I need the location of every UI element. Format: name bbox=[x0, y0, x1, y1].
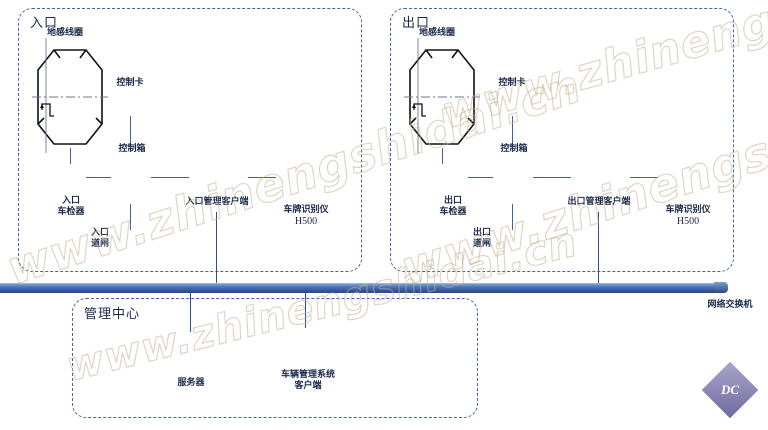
entrance-panel bbox=[18, 8, 362, 272]
exit-control-box-label: 控制箱 bbox=[500, 144, 528, 154]
management-center-panel-title: 管理中心 bbox=[84, 307, 141, 322]
exit-gate-label-line2: 道闸 bbox=[472, 239, 491, 249]
exit-loop-coil-label: 地感线圈 bbox=[418, 28, 455, 38]
entrance-control-box-icon bbox=[110, 156, 151, 204]
entrance-client-pc-icon bbox=[189, 158, 245, 194]
exit-barrier-gate-icon bbox=[502, 222, 560, 262]
entrance-vehicle-detector-icon bbox=[56, 163, 86, 193]
entrance-barrier-gate-icon bbox=[120, 222, 178, 262]
entrance-camera-label-line2: H500 bbox=[294, 216, 318, 227]
exit-detector-label-line1: 出口 bbox=[443, 196, 462, 206]
management-client-label-line2: 客户端 bbox=[294, 381, 322, 391]
entrance-client-to-camera-line bbox=[248, 177, 276, 179]
network-switch-label: 网络交换机 bbox=[707, 300, 753, 310]
entrance-panel-title: 入口 bbox=[30, 16, 59, 31]
server-label: 服务器 bbox=[177, 378, 205, 388]
management-client-label-line1: 车辆管理系统 bbox=[280, 370, 335, 380]
network-switch-icon bbox=[700, 276, 764, 298]
dc-logo-text: DC bbox=[720, 382, 740, 397]
entrance-lpr-camera-icon bbox=[279, 162, 333, 192]
exit-panel-title: 出口 bbox=[402, 16, 431, 31]
entrance-coil-to-detector-line bbox=[70, 148, 72, 164]
exit-lpr-camera-icon bbox=[661, 162, 715, 192]
exit-detector-to-box-line bbox=[468, 177, 493, 179]
entrance-control-card-label: 控制卡 bbox=[116, 78, 144, 88]
entrance-detector-label-line2: 车检器 bbox=[57, 207, 85, 217]
entrance-card-to-box-line bbox=[130, 116, 132, 146]
exit-box-to-client-line bbox=[533, 177, 571, 179]
exit-box-to-gate-line bbox=[512, 204, 514, 230]
entrance-loop-coil-icon bbox=[32, 38, 108, 153]
exit-client-label: 出口管理客户端 bbox=[567, 197, 631, 207]
exit-coil-to-detector-line bbox=[442, 148, 444, 164]
management-center-panel bbox=[72, 298, 478, 418]
exit-card-to-box-line bbox=[512, 116, 514, 146]
exit-camera-label-line2: H500 bbox=[676, 216, 700, 227]
exit-vehicle-detector-icon bbox=[438, 163, 468, 193]
entrance-box-to-gate-line bbox=[130, 204, 132, 230]
bus-to-management-client-line bbox=[305, 284, 307, 328]
network-bus-endpoint bbox=[714, 282, 728, 293]
entrance-control-box-label: 控制箱 bbox=[118, 144, 146, 154]
exit-camera-label-line1: 车牌识别仪 bbox=[665, 205, 711, 215]
entrance-camera-label-line1: 车牌识别仪 bbox=[283, 205, 329, 215]
server-icon bbox=[168, 330, 212, 376]
exit-control-box-icon bbox=[492, 156, 533, 204]
exit-panel bbox=[390, 8, 734, 272]
entrance-client-to-bus-line bbox=[216, 212, 218, 284]
entrance-gate-label-line2: 道闸 bbox=[90, 239, 109, 249]
exit-client-to-bus-line bbox=[598, 212, 600, 284]
entrance-client-label: 入口管理客户端 bbox=[185, 197, 249, 207]
entrance-gate-label-line1: 入口 bbox=[90, 228, 109, 238]
exit-gate-label-line1: 出口 bbox=[472, 228, 491, 238]
entrance-box-to-client-line bbox=[151, 177, 189, 179]
bus-to-server-line bbox=[190, 284, 192, 332]
exit-client-pc-icon bbox=[571, 158, 627, 194]
exit-client-to-camera-line bbox=[630, 177, 658, 179]
management-client-pc-icon bbox=[283, 326, 339, 362]
network-backbone-bus bbox=[0, 283, 722, 293]
exit-detector-label-line2: 车检器 bbox=[439, 207, 467, 217]
entrance-loop-coil-label: 地感线圈 bbox=[46, 28, 83, 38]
exit-control-card-label: 控制卡 bbox=[498, 78, 526, 88]
dc-logo-badge: DC bbox=[701, 361, 759, 419]
entrance-detector-to-box-line bbox=[86, 177, 111, 179]
entrance-detector-label-line1: 入口 bbox=[61, 196, 80, 206]
exit-loop-coil-icon bbox=[404, 38, 480, 153]
